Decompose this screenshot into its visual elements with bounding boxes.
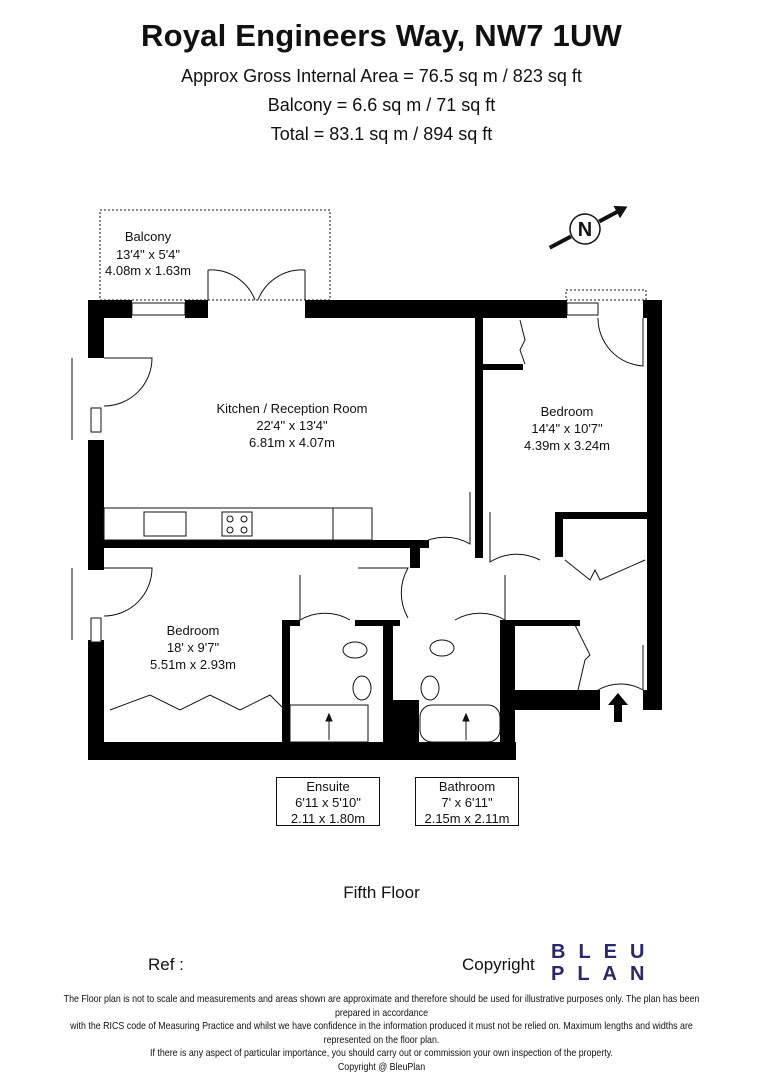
north-compass-icon: N <box>548 205 628 250</box>
balcony-imperial: 13'4" x 5'4" <box>116 247 180 262</box>
shower-icon <box>289 704 369 743</box>
disclaimer-line: The Floor plan is not to scale and measu… <box>63 994 700 1019</box>
bedroom2-name: Bedroom <box>167 623 220 638</box>
basin-icon <box>420 675 440 701</box>
hob-icon <box>221 511 253 537</box>
page-title: Royal Engineers Way, NW7 1UW <box>140 18 623 53</box>
bath-icon <box>419 704 501 743</box>
total-area: Total = 83.1 sq m / 894 sq ft <box>270 124 493 144</box>
doors <box>103 269 646 711</box>
ensuite-imperial: 6'11 x 5'10" <box>295 795 361 810</box>
ensuite-label-box: Ensuite 6'11 x 5'10" 2.11 x 1.80m <box>276 777 380 826</box>
balcony-area: Balcony = 6.6 sq m / 71 sq ft <box>267 95 496 115</box>
disclaimer-line: If there is any aspect of particular imp… <box>149 1048 614 1059</box>
balcony-outline <box>99 209 647 301</box>
basin-icon <box>352 675 372 701</box>
sink-icon <box>143 511 187 537</box>
floor-plan: N Balcony 13'4" x 5'4" 4.08m x 1.63m Kit… <box>71 205 662 760</box>
bathroom-name: Bathroom <box>438 779 496 794</box>
disclaimer: The Floor plan is not to scale and measu… <box>53 993 709 1074</box>
copyright-label: Copyright <box>462 955 535 974</box>
toilet-icon <box>429 639 455 657</box>
balcony-name: Balcony <box>125 229 172 244</box>
floor-label: Fifth Floor <box>343 883 420 902</box>
gross-area: Approx Gross Internal Area = 76.5 sq m /… <box>181 66 582 86</box>
bedroom1-metric: 4.39m x 3.24m <box>524 438 610 453</box>
bathroom-metric: 2.15m x 2.11m <box>424 811 510 826</box>
ref-label: Ref : <box>148 955 184 974</box>
logo-line-2: PLAN <box>551 963 658 985</box>
disclaimer-line: with the RICS code of Measuring Practice… <box>70 1021 693 1046</box>
svg-text:N: N <box>578 219 592 241</box>
entrance-arrow-icon <box>608 693 628 722</box>
windows <box>71 302 599 643</box>
bathroom-fixtures <box>289 639 501 743</box>
walls <box>88 300 662 760</box>
logo-line-1: BLEU <box>551 941 658 963</box>
bathroom-label-box: Bathroom 7' x 6'11" 2.15m x 2.11m <box>415 777 519 826</box>
bedroom2-imperial: 18' x 9'7" <box>167 640 220 655</box>
disclaimer-copyright: Copyright @ BleuPlan <box>337 1061 426 1073</box>
kitchen-metric: 6.81m x 4.07m <box>249 435 335 450</box>
bedroom2-metric: 5.51m x 2.93m <box>150 657 236 672</box>
ensuite-metric: 2.11 x 1.80m <box>290 811 366 826</box>
toilet-icon <box>342 641 368 659</box>
kitchen-counter <box>103 507 373 541</box>
kitchen-name: Kitchen / Reception Room <box>216 401 367 416</box>
bedroom1-name: Bedroom <box>541 404 594 419</box>
balcony-metric: 4.08m x 1.63m <box>105 263 191 278</box>
kitchen-imperial: 22'4" x 13'4" <box>256 418 328 433</box>
bedroom1-imperial: 14'4" x 10'7" <box>531 421 603 436</box>
ensuite-name: Ensuite <box>306 779 350 794</box>
bathroom-imperial: 7' x 6'11" <box>441 795 493 810</box>
